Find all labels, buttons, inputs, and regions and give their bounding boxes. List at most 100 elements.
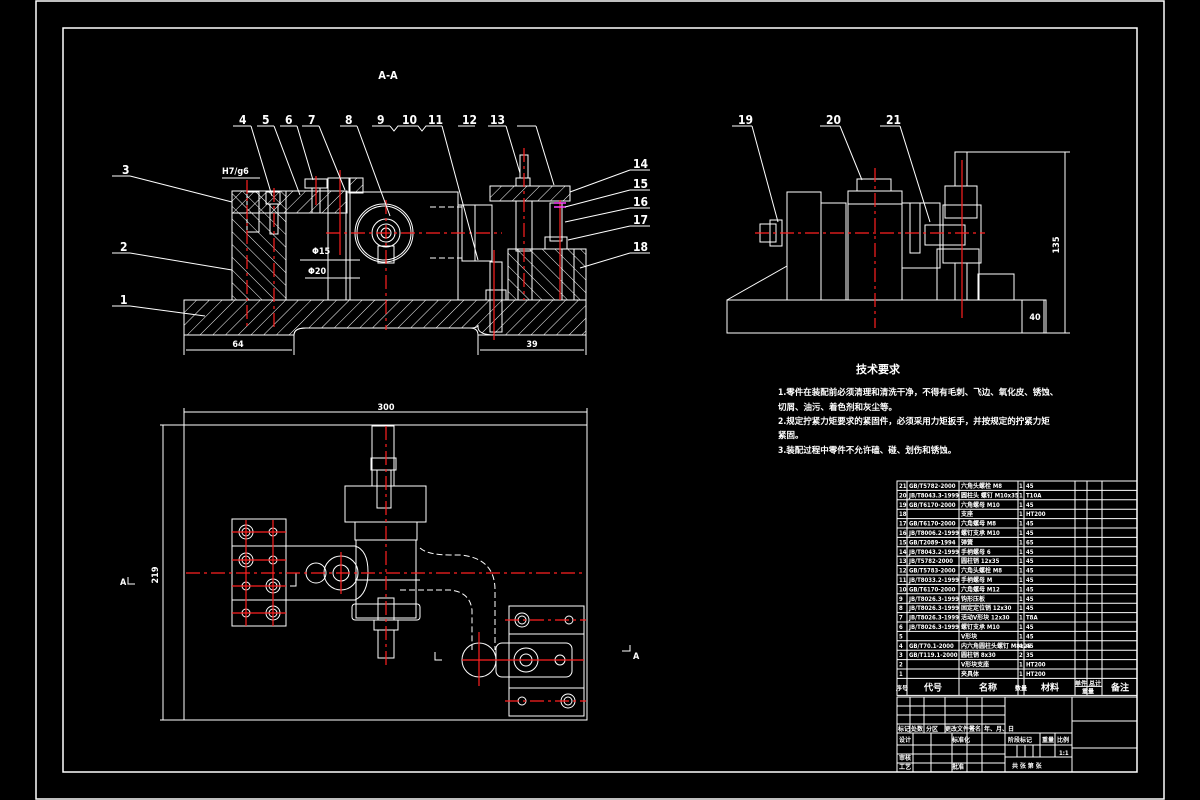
inner-border	[62, 27, 1138, 773]
tech-req-title: 技术要求	[856, 362, 901, 376]
parts-cell: GB/T6170-2000	[909, 586, 956, 593]
parts-cell: 12	[899, 568, 907, 575]
parts-cell: GB/T119.1-2000	[909, 652, 958, 659]
fixture-body	[183, 299, 587, 336]
outer-border	[35, 0, 1165, 800]
parts-cell: 1	[1019, 605, 1023, 612]
balloon-8: 8	[345, 113, 353, 127]
parts-cell: 1	[1019, 671, 1023, 678]
dim-front-left: 64	[232, 340, 244, 350]
balloon-13: 13	[490, 113, 505, 127]
tb-zone: 分区	[926, 725, 938, 733]
parts-cell: 45	[1026, 483, 1034, 490]
parts-cell: 45	[1026, 577, 1034, 584]
parts-cell: 六角螺母 M8	[961, 520, 996, 528]
tb-process: 工艺	[899, 763, 911, 771]
tech-req-line: 1.零件在装配前必须清理和清洗干净，不得有毛刺、飞边、氧化皮、锈蚀、	[778, 387, 1058, 398]
parts-cell: 螺钉支承 M10	[961, 529, 1000, 537]
section-view-a-a: A-A 64 39 Φ15 Φ20 H7/g6	[112, 69, 650, 355]
side-view: 135 40 19 20 21	[726, 113, 1070, 334]
balloon-6: 6	[285, 113, 293, 127]
parts-cell: 1	[1019, 549, 1023, 556]
parts-cell: 5	[899, 633, 903, 640]
parts-cell: 圆柱销 8x30	[961, 651, 996, 659]
balloon-1: 1	[120, 293, 128, 307]
parts-cell: 螺钉支承 M10	[961, 623, 1000, 631]
parts-cell: 21	[899, 483, 907, 490]
parts-cell: 45	[1026, 643, 1034, 650]
parts-cell: 弹簧	[961, 538, 973, 546]
parts-header: 数量	[1015, 684, 1027, 692]
parts-cell: JB/T8033.2-1999	[908, 577, 959, 584]
balloon-7: 7	[308, 113, 316, 127]
parts-cell: 45	[1026, 633, 1034, 640]
parts-cell: JB/T8026.3-1999	[908, 624, 959, 631]
parts-cell: 夹具体	[961, 670, 980, 678]
parts-cell: 45	[1026, 624, 1034, 631]
parts-header: 总计	[1089, 679, 1101, 687]
parts-cell: 13	[899, 558, 907, 565]
parts-cell: 1	[1019, 596, 1023, 603]
parts-header: 序号	[895, 684, 908, 692]
parts-cell: 六角头螺栓 M8	[961, 567, 1002, 575]
parts-cell: 支座	[960, 510, 973, 518]
parts-cell: GB/T5783-2000	[909, 568, 956, 575]
balloon-19: 19	[738, 113, 753, 127]
parts-cell: 45	[1026, 558, 1034, 565]
parts-cell: JB/T8043.2-1999	[908, 549, 959, 556]
parts-cell: 10	[899, 586, 907, 593]
parts-cell: 4	[899, 643, 903, 650]
parts-cell: JB/T8026.3-1999	[908, 615, 959, 622]
parts-cell: 1	[1019, 530, 1023, 537]
parts-cell: T10A	[1026, 492, 1042, 499]
parts-cell: 活动V形块 12x30	[961, 614, 1010, 622]
balloon-18: 18	[633, 240, 648, 254]
parts-cell: 1	[1019, 539, 1023, 546]
parts-cell: 14	[899, 549, 907, 556]
tb-design: 设计	[899, 736, 911, 744]
parts-cell: 圆柱头 螺钉 M10x35	[961, 491, 1019, 499]
parts-cell: 1	[1019, 483, 1023, 490]
title-block	[896, 696, 1138, 773]
parts-cell: 2	[899, 662, 903, 669]
parts-cell: 1	[1019, 586, 1023, 593]
fit-label-phi20: Φ20	[308, 267, 327, 277]
parts-cell: 45	[1026, 521, 1034, 528]
parts-cell: V形块	[961, 632, 978, 640]
parts-header: 代号	[923, 681, 942, 693]
tech-req-line: 3.装配过程中零件不允许磕、碰、划伤和锈蚀。	[778, 445, 956, 456]
parts-cell: GB/T2089-1994	[909, 539, 956, 546]
parts-cell: GB/T6170-2000	[909, 521, 956, 528]
parts-cell: 7	[899, 615, 903, 622]
parts-cell: JB/T5782-2000	[908, 558, 953, 565]
tb-sheets: 共 张 第 张	[1012, 762, 1043, 770]
tb-count: 处数	[910, 725, 924, 733]
section-title: A-A	[378, 69, 398, 82]
parts-cell: GB/T6170-2000	[909, 502, 956, 509]
parts-list-frame	[896, 480, 1138, 696]
tb-mark: 标记	[897, 725, 910, 733]
parts-cell: 45	[1026, 605, 1034, 612]
parts-cell: 9	[899, 596, 903, 603]
parts-cell: 1	[1019, 615, 1023, 622]
tb-stage-mark: 阶段标记	[1008, 736, 1032, 744]
balloon-leaders	[112, 125, 650, 317]
parts-cell: 手柄螺母 6	[961, 548, 991, 556]
parts-cell: 45	[1026, 568, 1034, 575]
tech-req-line: 切屑、油污、着色剂和灰尘等。	[778, 402, 897, 413]
dim-side-base: 40	[1029, 313, 1041, 323]
parts-cell: T8A	[1026, 615, 1038, 622]
balloon-11: 11	[428, 113, 443, 127]
tb-date: 年、月、日	[984, 725, 1014, 733]
parts-cell: 内六角圆柱头螺钉 M8x25	[961, 642, 1031, 650]
balloon-5: 5	[262, 113, 270, 127]
parts-cell: JB/T8006.2-1999	[908, 530, 959, 537]
parts-cell: 1	[1019, 511, 1023, 518]
tb-change-doc: 更改文件号	[945, 725, 975, 733]
balloon-16: 16	[633, 195, 648, 209]
balloon-20: 20	[826, 113, 841, 127]
parts-cell: 六角螺母 M12	[961, 585, 1000, 593]
parts-cell: 钩形压板	[961, 595, 986, 603]
tb-review: 审核	[899, 754, 911, 762]
